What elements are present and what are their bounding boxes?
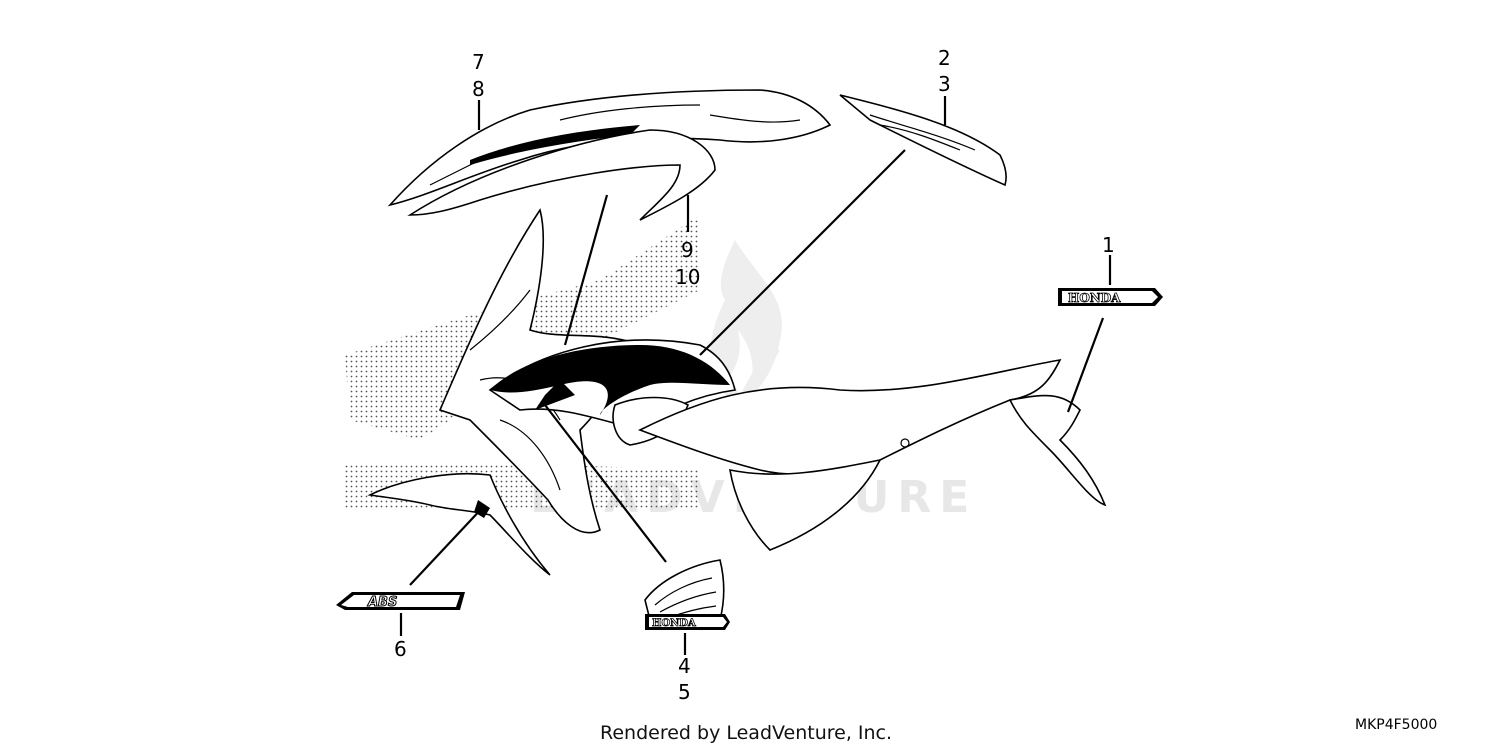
callout-10[interactable]: 10 (675, 265, 700, 289)
callout-4[interactable]: 4 (678, 654, 691, 678)
callouts: 1 2 3 4 5 6 7 8 9 10 (394, 46, 1115, 704)
leader-tank-stripe (563, 194, 609, 346)
leader-4-5 (544, 404, 667, 563)
callout-5[interactable]: 5 (678, 680, 691, 704)
leader-lines (399, 96, 1112, 655)
tank-stripe (490, 345, 730, 415)
decal-7-8 (387, 89, 832, 221)
callout-7[interactable]: 7 (472, 50, 485, 74)
callout-1[interactable]: 1 (1102, 233, 1115, 257)
callout-6[interactable]: 6 (394, 637, 407, 661)
seat-and-tail (638, 358, 1107, 551)
leader-1-bottom (1066, 317, 1105, 413)
decal-1-honda-emblem: HONDA (1058, 288, 1163, 306)
decal-6-abs-emblem: ABS (336, 592, 465, 611)
rendered-by-credit: Rendered by LeadVenture, Inc. (600, 722, 892, 744)
callout-3[interactable]: 3 (938, 72, 951, 96)
abs-emblem-text: ABS (367, 595, 397, 610)
honda-emblem-text: HONDA (1068, 291, 1121, 305)
callout-9[interactable]: 9 (681, 238, 694, 262)
leader-2-3-tank (699, 149, 906, 356)
fuel-tank (488, 339, 736, 446)
callout-8[interactable]: 8 (472, 77, 485, 101)
wing-emblem-text: HONDA (652, 618, 696, 629)
diagram-code: MKP4F5000 (1355, 717, 1437, 733)
leader-6 (409, 504, 486, 586)
callout-2[interactable]: 2 (938, 46, 951, 70)
decal-2-3 (839, 94, 1007, 187)
decal-4-5-wing-emblem: HONDA (644, 559, 730, 630)
